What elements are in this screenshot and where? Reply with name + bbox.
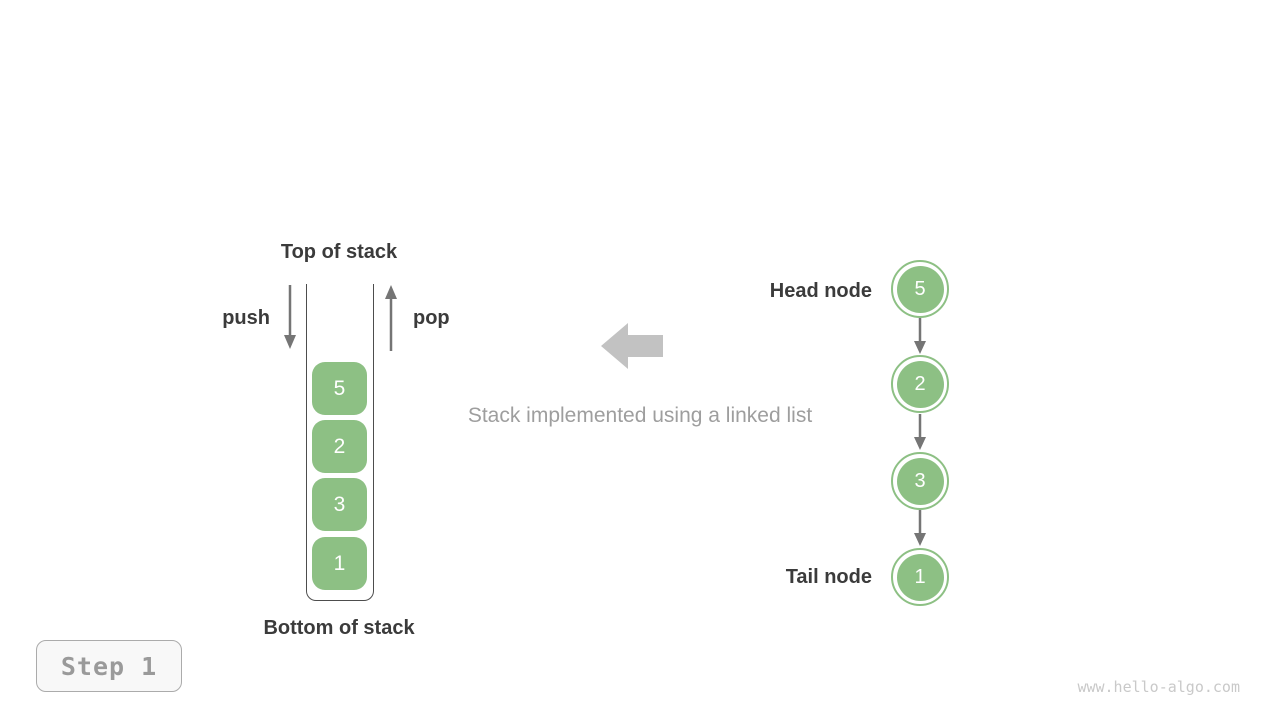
head-node-label: Head node (769, 280, 872, 302)
top-of-stack-label: Top of stack (280, 241, 398, 263)
node-link-arrow-icon (914, 510, 926, 546)
caption-text: Stack implemented using a linked list (467, 404, 813, 427)
watermark: www.hello-algo.com (1077, 678, 1240, 696)
step-badge: Step 1 (36, 640, 182, 692)
pop-label: pop (413, 307, 450, 329)
tail-node-label: Tail node (785, 566, 872, 588)
big-left-block-arrow-icon (601, 323, 663, 369)
stack-item: 3 (312, 478, 367, 531)
stack-item: 5 (312, 362, 367, 415)
list-node: 5 (891, 260, 949, 318)
push-label: push (222, 307, 270, 329)
stack-item: 2 (312, 420, 367, 473)
list-node: 1 (891, 548, 949, 606)
bottom-of-stack-label: Bottom of stack (263, 617, 415, 639)
node-link-arrow-icon (914, 318, 926, 354)
list-node: 2 (891, 355, 949, 413)
push-down-arrow-icon (284, 285, 296, 349)
list-node: 3 (891, 452, 949, 510)
step-badge-label: Step 1 (60, 651, 158, 681)
list-node-value: 1 (896, 553, 944, 601)
stack-item: 1 (312, 537, 367, 590)
list-node-value: 3 (896, 457, 944, 505)
list-node-value: 2 (896, 360, 944, 408)
list-node-value: 5 (896, 265, 944, 313)
pop-up-arrow-icon (385, 285, 397, 351)
node-link-arrow-icon (914, 414, 926, 450)
